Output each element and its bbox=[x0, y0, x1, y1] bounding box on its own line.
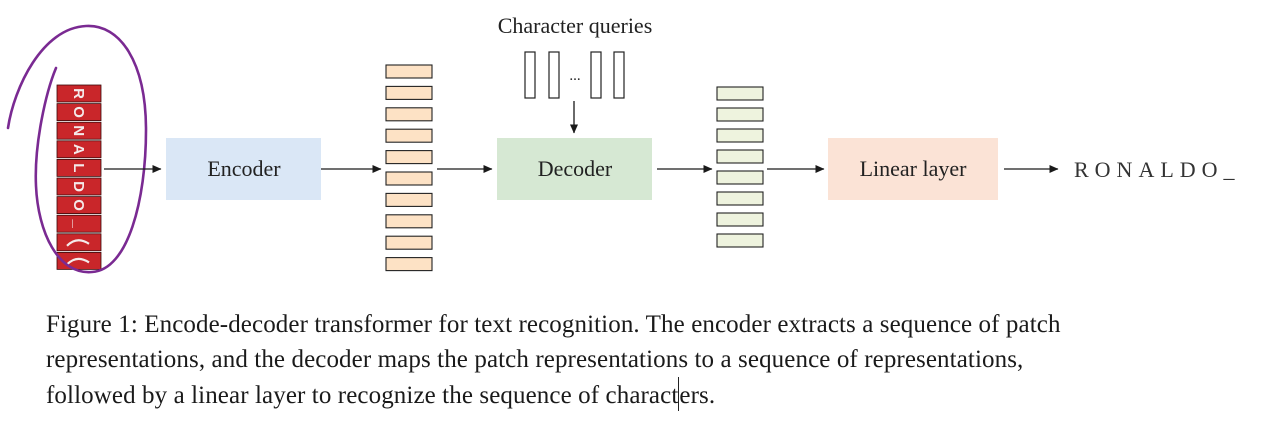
figure-caption: Figure 1: Encode-decoder transformer for… bbox=[46, 308, 1266, 414]
caption-line-1: Figure 1: Encode-decoder transformer for… bbox=[46, 311, 1061, 338]
decoder-token bbox=[716, 128, 764, 143]
decoder-box bbox=[497, 138, 652, 200]
encoder-token bbox=[385, 171, 433, 186]
query-ellipsis: ... bbox=[569, 68, 580, 84]
input-patch bbox=[56, 84, 102, 103]
input-patch bbox=[56, 177, 102, 196]
caption-line-3: followed by a linear layer to recognize … bbox=[46, 377, 1266, 414]
encoder-token bbox=[385, 192, 433, 207]
input-patch bbox=[56, 214, 102, 233]
encoder-token bbox=[385, 85, 433, 100]
decoder-token bbox=[716, 107, 764, 122]
encoder-token bbox=[385, 64, 433, 79]
decoder-token bbox=[716, 86, 764, 101]
input-patch bbox=[56, 158, 102, 177]
encoder-token bbox=[385, 214, 433, 229]
input-patch-glyph: L bbox=[70, 163, 87, 172]
text-cursor bbox=[678, 377, 680, 411]
caption-line-2: representations, and the decoder maps th… bbox=[46, 345, 1024, 373]
encoder-box bbox=[166, 138, 321, 200]
query-token bbox=[548, 51, 560, 99]
input-patch-glyph: O bbox=[70, 199, 87, 211]
decoder-token-stack bbox=[716, 86, 764, 248]
decoder-token bbox=[716, 212, 764, 227]
input-patch bbox=[56, 196, 102, 215]
encoder-token bbox=[385, 257, 433, 272]
input-patch-glyph: D bbox=[70, 181, 87, 192]
caption-line-3b: ers. bbox=[679, 382, 716, 409]
input-patch bbox=[56, 103, 102, 121]
input-patch-glyph bbox=[66, 257, 90, 266]
query-token bbox=[613, 51, 625, 99]
encoder-label: Encoder bbox=[207, 156, 281, 181]
input-patch-glyph: N bbox=[70, 125, 87, 136]
encoder-token bbox=[385, 150, 433, 165]
output-text: RONALDO_ bbox=[1074, 157, 1241, 182]
encoder-token bbox=[385, 128, 433, 143]
linear-layer-box bbox=[828, 138, 998, 200]
decoder-token bbox=[716, 149, 764, 164]
input-patch bbox=[56, 121, 102, 140]
input-patch-glyph: _ bbox=[70, 219, 87, 229]
input-patch-glyph: A bbox=[70, 144, 87, 155]
input-patch bbox=[56, 233, 102, 252]
caption-line-3a: followed by a linear layer to recognize … bbox=[46, 382, 679, 409]
decoder-label: Decoder bbox=[538, 156, 613, 181]
decoder-token bbox=[716, 170, 764, 185]
decoder-token bbox=[716, 233, 764, 248]
encoder-token-stack bbox=[385, 64, 433, 272]
decoder-token bbox=[716, 191, 764, 206]
query-token bbox=[590, 51, 602, 99]
linear-layer-label: Linear layer bbox=[860, 156, 968, 181]
encoder-token bbox=[385, 107, 433, 122]
input-patch bbox=[56, 140, 102, 159]
architecture-diagram: RONALDO_ Encoder Character queries ... D… bbox=[6, 13, 1241, 274]
character-query-tokens bbox=[524, 51, 625, 99]
input-patch-stack: RONALDO_ bbox=[56, 84, 102, 270]
character-queries-label: Character queries bbox=[498, 13, 653, 38]
hand-drawn-ellipse-annotation bbox=[6, 24, 148, 274]
input-patch-glyph: R bbox=[70, 88, 87, 99]
encoder-token bbox=[385, 235, 433, 250]
input-patch-glyph: O bbox=[70, 106, 87, 118]
input-patch-glyph bbox=[66, 239, 90, 247]
query-token bbox=[524, 51, 536, 99]
